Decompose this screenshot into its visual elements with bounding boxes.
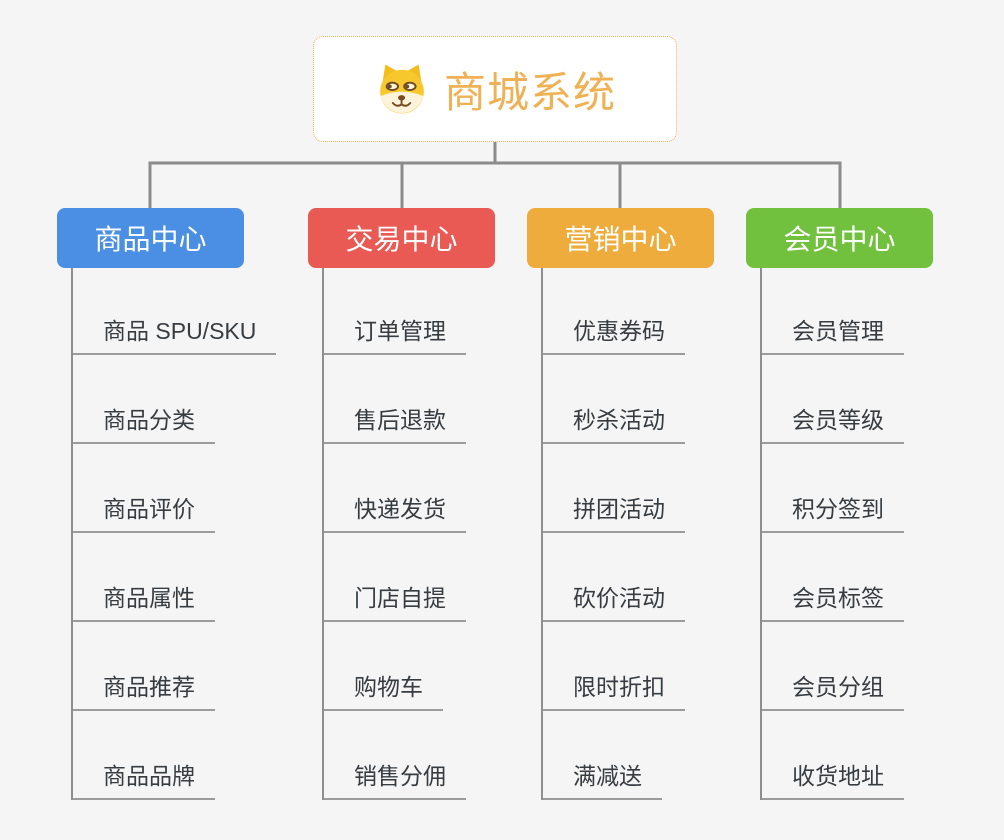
child-node-label[interactable]: 优惠券码 [543, 312, 685, 355]
doge-icon [380, 64, 424, 114]
branch-node-product-center[interactable]: 商品中心 [57, 208, 244, 268]
child-node-label[interactable]: 积分签到 [762, 490, 904, 533]
child-node-label[interactable]: 满减送 [543, 757, 662, 800]
child-node-label[interactable]: 会员标签 [762, 579, 904, 622]
child-node-label[interactable]: 商品分类 [73, 401, 215, 444]
child-node-label[interactable]: 门店自提 [324, 579, 466, 622]
branch-node-member-center[interactable]: 会员中心 [746, 208, 933, 268]
branch-label: 商品中心 [94, 224, 207, 255]
child-node-label[interactable]: 商品品牌 [73, 757, 215, 800]
child-node-label[interactable]: 砍价活动 [543, 579, 685, 622]
branch-children-marketing-center: 优惠券码 秒杀活动 拼团活动 砍价活动 限时折扣 满减送 [541, 268, 685, 800]
branch-label: 会员中心 [783, 224, 896, 255]
child-node-label[interactable]: 商品属性 [73, 579, 215, 622]
branch-children-member-center: 会员管理 会员等级 积分签到 会员标签 会员分组 收货地址 [760, 268, 904, 800]
child-node-label[interactable]: 限时折扣 [543, 668, 685, 711]
root-node[interactable]: 商城系统 [313, 36, 677, 142]
branch-label: 交易中心 [345, 224, 458, 255]
child-node-label[interactable]: 快递发货 [324, 490, 466, 533]
child-node-label[interactable]: 秒杀活动 [543, 401, 685, 444]
child-node-label[interactable]: 会员分组 [762, 668, 904, 711]
child-node-label[interactable]: 订单管理 [324, 312, 466, 355]
child-node-label[interactable]: 拼团活动 [543, 490, 685, 533]
branch-children-trade-center: 订单管理 售后退款 快递发货 门店自提 购物车 销售分佣 [322, 268, 466, 800]
child-node-label[interactable]: 购物车 [324, 668, 443, 711]
branch-node-trade-center[interactable]: 交易中心 [308, 208, 495, 268]
child-node-label[interactable]: 商品 SPU/SKU [73, 312, 277, 355]
child-node-label[interactable]: 会员管理 [762, 312, 904, 355]
child-node-label[interactable]: 商品推荐 [73, 668, 215, 711]
child-node-label[interactable]: 销售分佣 [324, 757, 466, 800]
branch-node-marketing-center[interactable]: 营销中心 [527, 208, 714, 268]
child-node-label[interactable]: 会员等级 [762, 401, 904, 444]
child-node-label[interactable]: 商品评价 [73, 490, 215, 533]
child-node-label[interactable]: 售后退款 [324, 401, 466, 444]
child-node-label[interactable]: 收货地址 [762, 757, 904, 800]
root-title: 商城系统 [443, 68, 616, 116]
branch-children-product-center: 商品 SPU/SKU 商品分类 商品评价 商品属性 商品推荐 商品品牌 [71, 268, 277, 800]
branch-label: 营销中心 [564, 224, 677, 255]
